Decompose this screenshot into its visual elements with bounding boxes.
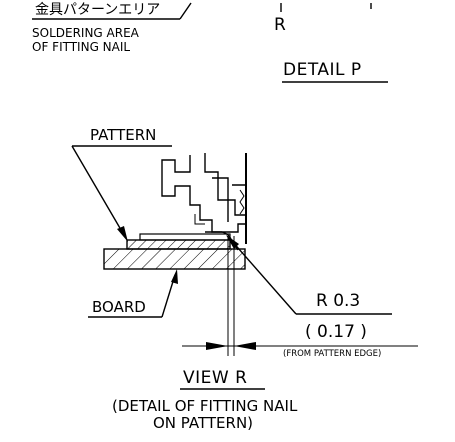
dim-arrow-left — [206, 342, 228, 350]
radius-arrowhead — [226, 235, 239, 249]
connector-detail — [194, 189, 245, 225]
radius-label: R 0.3 — [316, 291, 360, 311]
pattern-pad — [126, 239, 231, 250]
radius-leader — [230, 239, 297, 315]
detail-p-title: DETAIL P — [283, 60, 362, 80]
jp-label-leader — [179, 2, 192, 20]
board-label: BOARD — [92, 298, 146, 316]
jp-label: 金具パターンエリア — [35, 2, 160, 18]
pattern-arrowhead — [117, 226, 128, 242]
board — [103, 248, 246, 270]
view-r-title: VIEW R — [183, 368, 247, 388]
caption-line2: ON PATTERN) — [153, 414, 253, 432]
pattern-leader — [71, 145, 125, 236]
soldering-area-line2: OF FITTING NAIL — [32, 40, 130, 54]
dim-arrow-right — [234, 342, 256, 350]
connector-body — [161, 153, 246, 233]
pattern-label: PATTERN — [90, 126, 156, 144]
dim-label: ( 0.17 ) — [305, 322, 367, 342]
caption-line1: (DETAIL OF FITTING NAIL — [112, 397, 298, 415]
board-arrowhead — [171, 269, 178, 284]
from-pattern-edge: (FROM PATTERN EDGE) — [283, 349, 381, 359]
pattern-pad-top — [139, 233, 231, 241]
r-letter: R — [274, 15, 286, 35]
soldering-area-line1: SOLDERING AREA — [32, 26, 140, 40]
